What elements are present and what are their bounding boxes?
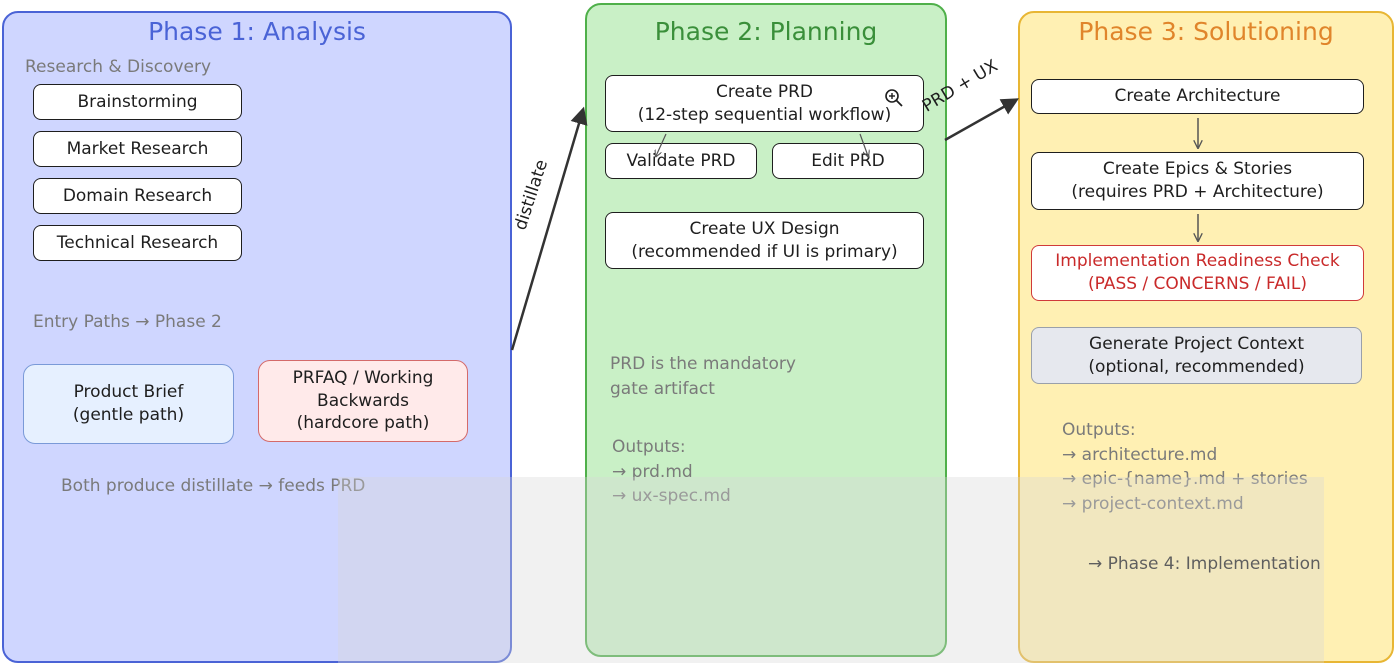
phase-2-title: Phase 2: Planning (654, 17, 878, 46)
edit-prd-box[interactable]: Edit PRD (772, 143, 924, 179)
prd-to-validate-arrow (656, 133, 667, 156)
implementation-readiness-check-box[interactable]: Implementation Readiness Check (PASS / C… (1031, 245, 1364, 301)
phase-4-link: → Phase 4: Implementation (1088, 554, 1321, 574)
domain-research-box[interactable]: Domain Research (33, 178, 242, 214)
market-research-box[interactable]: Market Research (33, 131, 242, 167)
research-section-label: Research & Discovery (25, 57, 212, 77)
entry-paths-label: Entry Paths → Phase 2 (33, 312, 222, 332)
mandatory-gate-note: PRD is the mandatory gate artifact (610, 354, 796, 399)
create-prd-box[interactable]: Create PRD (12-step sequential workflow) (605, 75, 924, 132)
brainstorming-box[interactable]: Brainstorming (33, 84, 242, 120)
create-architecture-box[interactable]: Create Architecture (1031, 79, 1364, 114)
generate-project-context-box[interactable]: Generate Project Context (optional, reco… (1031, 327, 1362, 384)
caption-overlay (338, 477, 1324, 663)
prfaq-box[interactable]: PRFAQ / Working Backwards (hardcore path… (258, 360, 468, 442)
phase-1-title: Phase 1: Analysis (148, 17, 366, 46)
validate-prd-box[interactable]: Validate PRD (605, 143, 757, 179)
phase-2-outputs: Outputs: → prd.md → ux-spec.md (612, 437, 731, 507)
product-brief-box[interactable]: Product Brief (gentle path) (23, 364, 234, 444)
prd-ux-arrow (944, 98, 1020, 142)
phase-3-title: Phase 3: Solutioning (1078, 17, 1334, 46)
technical-research-box[interactable]: Technical Research (33, 225, 242, 261)
create-epics-stories-box[interactable]: Create Epics & Stories (requires PRD + A… (1031, 152, 1364, 210)
prd-to-edit-arrow (859, 133, 868, 156)
distillate-arrow (510, 106, 588, 351)
phase-1-footer: Both produce distillate → feeds PRD (61, 476, 366, 496)
phase-3-outputs: Outputs: → architecture.md → epic-{name}… (1062, 420, 1308, 514)
zoom-in-icon[interactable] (884, 88, 904, 108)
create-ux-design-box[interactable]: Create UX Design (recommended if UI is p… (605, 212, 924, 269)
